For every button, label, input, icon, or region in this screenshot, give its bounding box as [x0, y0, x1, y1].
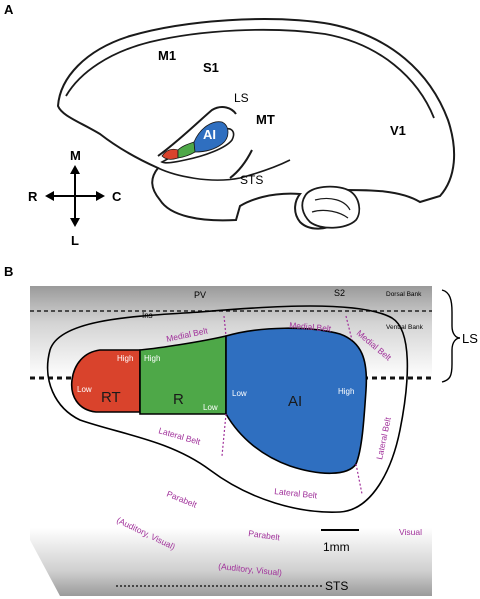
dorsal-bank-label: Dorsal Bank	[386, 291, 422, 298]
arrow-left-icon	[45, 191, 54, 201]
sts-label: STS	[240, 173, 263, 187]
belt-boundary-dotted	[223, 315, 227, 337]
compass-lateral-label: L	[71, 233, 79, 248]
ventral-bank-label: Ventral Bank	[386, 324, 424, 331]
orientation-compass	[45, 165, 105, 227]
ai-high-label: High	[338, 387, 354, 396]
belt-boundary-dotted	[221, 413, 227, 457]
ai-area-small	[193, 121, 229, 153]
panel-a-letter: A	[4, 2, 14, 17]
compass-rostral-label: R	[28, 189, 38, 204]
rt-field-label: RT	[101, 389, 121, 406]
arrow-right-icon	[96, 191, 105, 201]
ls-brace-label: LS	[462, 331, 478, 346]
compass-medial-label: M	[70, 148, 81, 163]
v1-label: V1	[390, 123, 406, 138]
ls-label: LS	[234, 91, 249, 105]
lateral-belt-label: Lateral Belt	[274, 486, 318, 501]
brain-inner-outline	[65, 28, 435, 119]
ins-label: Ins	[142, 311, 153, 320]
cerebellum-outline	[301, 185, 361, 229]
medial-belt-label: Medial Belt	[289, 320, 332, 334]
belt-outer-boundary	[46, 305, 409, 513]
r-high-label: High	[144, 354, 160, 363]
cortex-band-background	[30, 286, 432, 596]
rt-high-label: High	[117, 354, 133, 363]
ls-brace	[441, 289, 461, 383]
cerebellum-fold	[314, 197, 351, 211]
superior-temporal-sulcus-line	[229, 149, 253, 179]
ai-field-label: AI	[288, 393, 302, 410]
belt-boundary-dotted	[355, 463, 363, 495]
pv-label: PV	[194, 290, 206, 300]
m1-label: M1	[158, 48, 176, 63]
belt-boundary-dotted	[345, 315, 353, 341]
ai-low-label: Low	[232, 389, 247, 398]
cerebellum-fold	[311, 209, 349, 219]
rt-field	[70, 349, 141, 413]
parabelt-label: Parabelt	[248, 528, 281, 542]
compass-caudal-label: C	[112, 189, 122, 204]
r-low-label: Low	[203, 403, 218, 412]
ai-label-small: AI	[203, 127, 216, 142]
s1-label: S1	[203, 60, 219, 75]
lateral-sulcus-line	[157, 106, 237, 157]
arrow-up-icon	[70, 165, 80, 174]
scale-bar-label: 1mm	[323, 540, 350, 554]
rt-low-label: Low	[77, 385, 92, 394]
temporal-lobe-edge	[157, 159, 291, 181]
brain-drawing	[56, 18, 456, 230]
panel-b-letter: B	[4, 264, 13, 279]
sts-label-bottom: STS	[325, 579, 348, 593]
arrow-down-icon	[70, 218, 80, 227]
r-field-label: R	[173, 391, 184, 408]
mt-label: MT	[256, 112, 275, 127]
visual-label: Visual	[399, 527, 422, 537]
s2-label: S2	[334, 288, 345, 298]
ai-field	[225, 327, 368, 475]
